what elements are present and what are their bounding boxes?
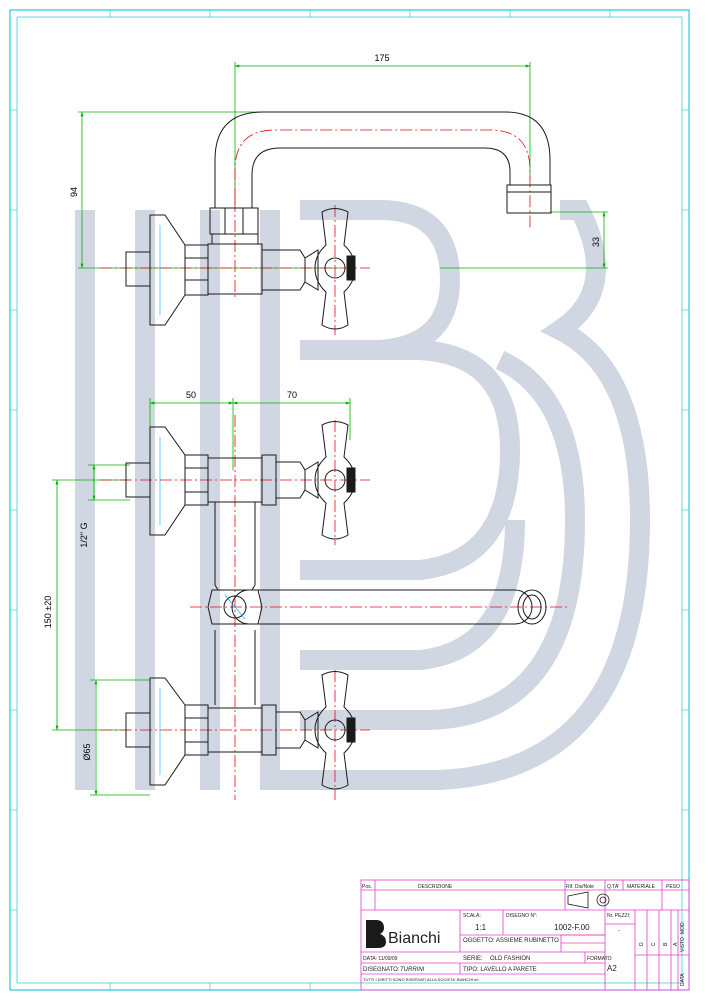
top-assembly-view	[125, 111, 552, 330]
dim-spout-height: 94	[69, 187, 79, 197]
dim-outlet-offset: 33	[591, 237, 601, 247]
tb-revision-b: B	[663, 942, 669, 946]
tb-mod-label: MOD.	[680, 921, 686, 934]
tb-header-materiale: MATERIALE	[627, 884, 656, 890]
brand-logo: Bianchi	[366, 920, 440, 948]
tb-header-pos: Pos.	[362, 884, 372, 890]
tb-header-peso: PESO	[666, 884, 680, 890]
tb-visto-label: VISTO	[680, 937, 686, 952]
tb-pezzi-value: -	[618, 928, 620, 934]
bottom-assembly-view	[125, 421, 547, 790]
tb-data: DATA: 11/09/09	[363, 956, 398, 962]
tb-header-rif: Rif. Dis/Note	[566, 884, 594, 890]
tb-serie-value: OLD FASHION	[490, 956, 530, 962]
tb-formato-value: A2	[607, 964, 617, 973]
tb-revision-a: A	[673, 942, 679, 946]
tb-revision-d: D	[639, 942, 645, 946]
dim-flange-diameter: Ø65	[82, 743, 92, 760]
tb-revision-c: C	[651, 942, 657, 946]
hidden-line-bottom	[159, 437, 246, 775]
tb-rights: TUTTI I DIRITTI SONO RISERVATI ALLA SOCI…	[363, 977, 479, 982]
tb-serie-label: SERIE:	[463, 956, 483, 962]
tb-oggetto: OGGETTO: ASSIEME RUBINETTO	[463, 938, 559, 944]
tb-tipo: TIPO: LAVELLO A PARETE	[463, 967, 537, 973]
dim-spout-width: 175	[374, 53, 389, 63]
dim-handle-offset: 70	[287, 390, 297, 400]
tb-pezzi-label: Nr. PEZZI:	[607, 913, 630, 919]
projection-symbol	[567, 891, 610, 909]
drawing-frame	[9, 9, 690, 991]
dim-thread: 1/2" G	[79, 522, 89, 547]
brand-watermark	[75, 200, 651, 790]
tb-scala-value: 1:1	[475, 923, 487, 932]
brand-name: Bianchi	[388, 930, 440, 947]
tb-scala-label: SCALA:	[463, 913, 481, 919]
tb-disegno-value: 1002-F.00	[554, 923, 590, 932]
dimension-labels: 175 94 33 50 70 1/2" G 150 ±20 Ø65	[43, 53, 601, 761]
tb-header-descrizione: DESCRIZIONE	[418, 884, 453, 890]
tb-disegnato-value: TURRINI	[400, 967, 425, 973]
dim-inlet-offset: 50	[186, 390, 196, 400]
tb-disegno-label: DISEGNO N°:	[506, 913, 537, 919]
title-block: Pos. DESCRIZIONE Rif. Dis/Note Q.TA' MAT…	[360, 879, 690, 991]
tb-data-short: DATA	[680, 973, 686, 986]
dim-center-distance: 150 ±20	[43, 596, 53, 628]
tb-formato-label: FORMATO	[587, 956, 612, 962]
tb-header-qta: Q.TA'	[607, 884, 619, 890]
tb-disegnato-label: DISEGNATO:	[363, 967, 400, 973]
